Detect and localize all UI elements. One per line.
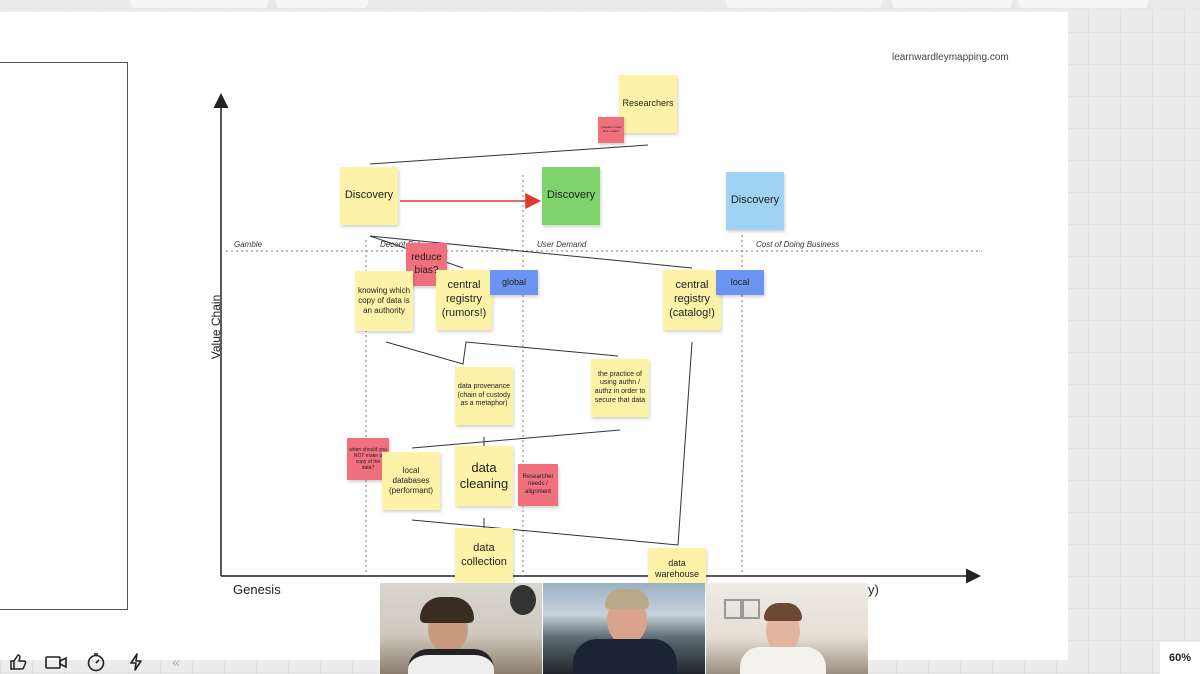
video-tile-participant-3[interactable] xyxy=(706,583,868,674)
stage-label-gamble: Gamble xyxy=(234,240,263,249)
note-data-cleaning[interactable]: data cleaning xyxy=(455,446,513,506)
video-strip xyxy=(380,583,868,674)
lightning-icon[interactable] xyxy=(124,650,148,674)
wall-frame xyxy=(742,599,760,619)
x-axis-end-label: y) xyxy=(868,582,879,597)
note-when-not-copy[interactable]: when should you NOT make a copy of the d… xyxy=(347,438,389,480)
note-discovery-user-demand[interactable]: Discovery xyxy=(542,167,600,225)
brand-url: learnwardleymapping.com xyxy=(892,52,1009,63)
participant-shirt xyxy=(573,639,677,674)
top-tab[interactable] xyxy=(892,0,1012,8)
note-knowing-authority[interactable]: knowing which copy of data is an authori… xyxy=(355,271,413,331)
stage-label-decent-bet: Decent Bet xyxy=(380,240,420,249)
note-local[interactable]: local xyxy=(716,270,764,295)
note-discovery-decent-bet[interactable]: Discovery xyxy=(340,167,398,225)
participant-hair xyxy=(764,603,802,621)
note-data-collection[interactable]: data collection xyxy=(455,528,513,584)
top-tab[interactable] xyxy=(276,0,368,8)
top-tab[interactable] xyxy=(726,0,882,8)
wall-frame xyxy=(724,599,742,619)
top-bar xyxy=(0,0,1200,10)
zoom-level[interactable]: 60% xyxy=(1160,642,1200,674)
note-researcher-needs[interactable]: Researcher needs / alignment xyxy=(518,464,558,506)
note-researchers[interactable]: Researchers xyxy=(619,75,677,133)
note-data-provenance[interactable]: data provenance (chain of custody as a m… xyxy=(455,367,513,425)
stage-label-cost-of-doing-business: Cost of Doing Business xyxy=(756,240,840,249)
left-frame[interactable] xyxy=(0,62,128,610)
y-axis-label: Value Chain xyxy=(209,294,223,360)
top-tab[interactable] xyxy=(130,0,268,8)
note-central-registry-rumors[interactable]: central registry (rumors!) xyxy=(436,270,492,330)
bottom-toolbar: « xyxy=(0,648,200,674)
participant-hair xyxy=(420,597,474,623)
top-tab[interactable] xyxy=(1018,0,1148,8)
participant-hair xyxy=(605,589,649,609)
video-tile-participant-1[interactable] xyxy=(380,583,542,674)
collapse-icon[interactable]: « xyxy=(172,654,180,670)
participant-shirt xyxy=(740,647,826,674)
thumbs-up-icon[interactable] xyxy=(6,650,30,674)
note-authn-authz[interactable]: the practice of using authn / authz in o… xyxy=(591,359,649,417)
note-global[interactable]: global xyxy=(490,270,538,295)
stage-label-user-demand: User Demand xyxy=(537,240,587,249)
whiteboard-canvas[interactable] xyxy=(0,12,1068,660)
timer-icon[interactable] xyxy=(84,650,108,674)
note-central-registry-catalog[interactable]: central registry (catalog!) xyxy=(663,270,721,330)
microphone xyxy=(510,585,536,615)
x-axis-start-label: Genesis xyxy=(233,582,281,597)
participant-shirt xyxy=(408,649,494,674)
note-researchers-question[interactable]: Question: know their needs? xyxy=(598,117,624,143)
video-icon[interactable] xyxy=(44,650,68,674)
note-discovery-commodity[interactable]: Discovery xyxy=(726,172,784,230)
video-tile-participant-2[interactable] xyxy=(543,583,705,674)
note-local-databases[interactable]: local databases (performant) xyxy=(382,452,440,510)
